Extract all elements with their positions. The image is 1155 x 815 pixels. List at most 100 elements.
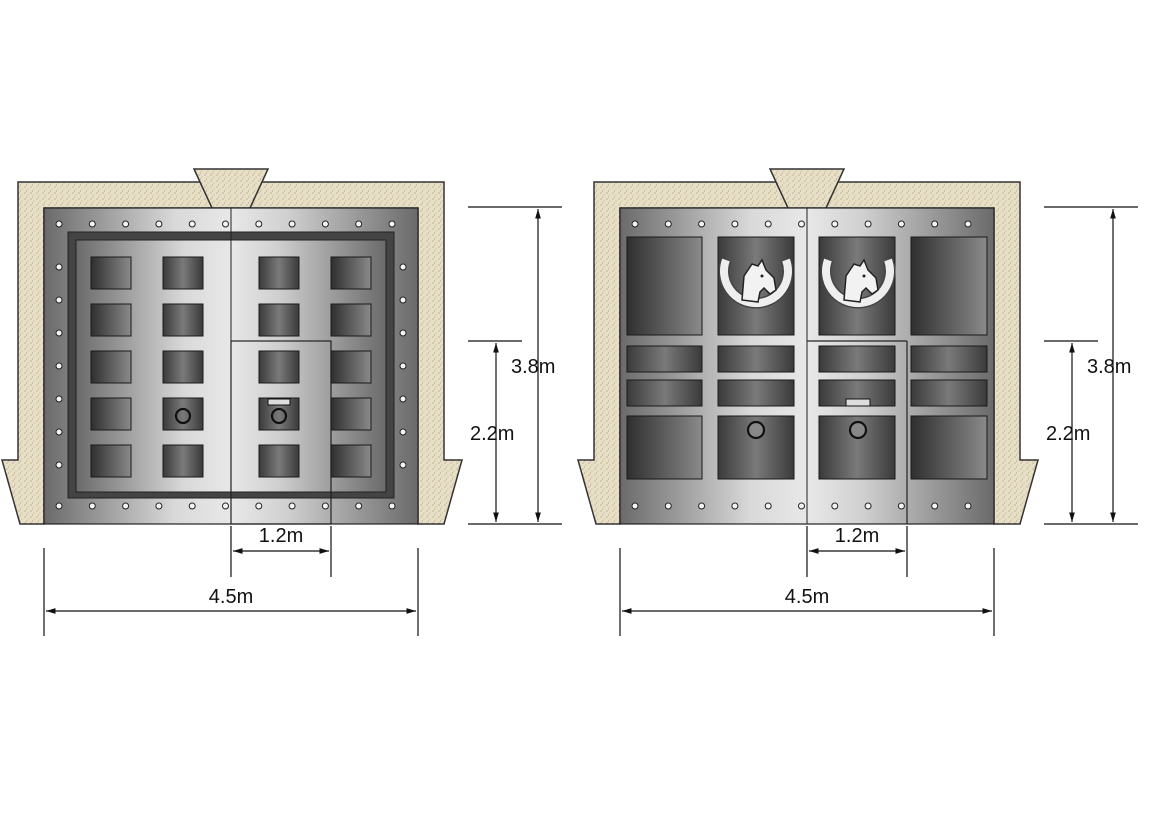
rivet-icon xyxy=(388,220,396,228)
panel xyxy=(258,256,300,290)
rivet-icon xyxy=(931,220,939,228)
rivet-icon xyxy=(255,502,263,510)
rivet-icon xyxy=(122,220,130,228)
door-width-label: 1.2m xyxy=(259,525,303,547)
rivet-icon xyxy=(698,502,706,510)
horseshoe-horse-icon xyxy=(820,258,896,309)
panel xyxy=(90,350,132,384)
panel xyxy=(90,256,132,290)
rivet-icon xyxy=(88,502,96,510)
width-label: 4.5m xyxy=(209,586,253,608)
rivet-icon xyxy=(222,220,229,228)
panel xyxy=(626,415,703,480)
rivet-icon xyxy=(188,502,196,510)
rivet-icon xyxy=(55,263,63,271)
panel xyxy=(162,303,204,337)
panel xyxy=(910,415,988,480)
rivet-icon xyxy=(255,220,263,228)
panel xyxy=(910,236,988,336)
rivet-icon xyxy=(764,220,772,228)
rivet-icon xyxy=(55,461,63,469)
height-label: 3.8m xyxy=(1087,356,1131,378)
rivet-icon xyxy=(55,502,63,510)
rivet-icon xyxy=(55,329,63,337)
rivet-icon xyxy=(831,220,839,228)
rivet-icon xyxy=(399,461,407,469)
panel xyxy=(330,303,372,337)
wicket-door xyxy=(230,340,332,525)
rivet-icon xyxy=(399,329,407,337)
panel xyxy=(330,397,372,431)
rivet-icon xyxy=(631,220,639,228)
panel xyxy=(330,256,372,290)
rivet-icon xyxy=(831,502,839,510)
rivet-icon xyxy=(321,502,329,510)
ring-handle-icon xyxy=(174,407,192,425)
panel xyxy=(330,444,372,478)
panel xyxy=(90,397,132,431)
rivet-icon xyxy=(399,263,407,271)
panel xyxy=(626,379,703,407)
rivet-icon xyxy=(664,502,672,510)
panel xyxy=(626,236,703,336)
rivet-icon xyxy=(355,502,363,510)
panel-grid xyxy=(90,256,372,478)
rivet-icon xyxy=(399,395,407,403)
door-height-label: 2.2m xyxy=(470,423,514,445)
gate-a: 4.5m 1.2m 3.8m 2.2m xyxy=(1,168,562,636)
rivet-icon xyxy=(931,502,939,510)
rivet-icon xyxy=(731,502,739,510)
rivet-icon xyxy=(55,362,63,370)
panel xyxy=(258,444,300,478)
rivet-icon xyxy=(964,220,972,228)
height-label: 3.8m xyxy=(511,356,555,378)
rivet-icon xyxy=(55,428,63,436)
panel xyxy=(717,415,795,480)
panel xyxy=(162,350,204,384)
rivet-icon xyxy=(864,502,872,510)
rivet-icon xyxy=(55,395,63,403)
ring-handle-icon xyxy=(848,420,868,440)
rivet-icon xyxy=(664,220,672,228)
door-height-label: 2.2m xyxy=(1046,423,1090,445)
rivet-icon xyxy=(188,220,196,228)
panel xyxy=(818,345,896,373)
rivet-icon xyxy=(764,502,772,510)
rivet-icon xyxy=(122,502,130,510)
rivet-icon xyxy=(288,220,296,228)
rivet-icon xyxy=(964,502,972,510)
rivet-icon xyxy=(399,296,407,304)
rivet-icon xyxy=(631,502,639,510)
panel xyxy=(910,345,988,373)
panel xyxy=(258,303,300,337)
panel xyxy=(90,303,132,337)
dimension-lines xyxy=(619,206,1138,636)
panel xyxy=(626,345,703,373)
width-label: 4.5m xyxy=(785,586,829,608)
panel xyxy=(162,397,204,431)
panel xyxy=(717,379,795,407)
rivet-icon xyxy=(399,362,407,370)
rivet-row xyxy=(55,220,407,510)
panel xyxy=(162,444,204,478)
rivet-icon xyxy=(288,502,296,510)
dimension-lines xyxy=(43,206,562,636)
panel xyxy=(910,379,988,407)
ring-handle-icon xyxy=(267,398,291,425)
panel xyxy=(90,444,132,478)
gate-b: 4.5m 1.2m 3.8m 2.2m xyxy=(577,168,1138,636)
rivet-icon xyxy=(355,220,363,228)
rivet-icon xyxy=(698,220,706,228)
rivet-icon xyxy=(798,220,805,228)
rivet-icon xyxy=(731,220,739,228)
rivet-icon xyxy=(55,220,63,228)
rivet-icon xyxy=(897,220,905,228)
panel xyxy=(258,350,300,384)
rivet-icon xyxy=(798,502,805,510)
door-width-label: 1.2m xyxy=(835,525,879,547)
rivet-icon xyxy=(222,502,229,510)
rivet-icon xyxy=(55,296,63,304)
rivet-icon xyxy=(155,220,163,228)
rivet-icon xyxy=(388,502,396,510)
